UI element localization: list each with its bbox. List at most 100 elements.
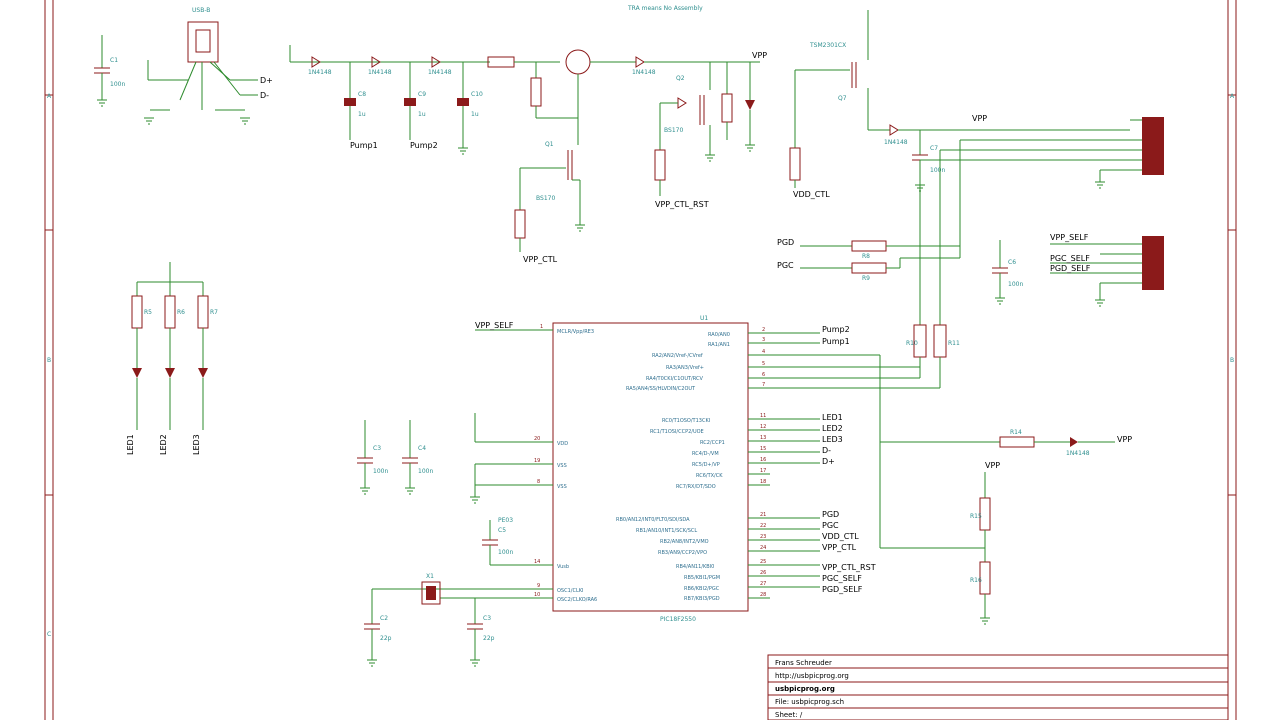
- transistor-q2: Q2 BS170 VPP_CTL_RST: [654, 62, 755, 209]
- svg-text:18: 18: [760, 479, 766, 485]
- svg-text:PIC18F2550: PIC18F2550: [660, 616, 696, 623]
- svg-text:100n: 100n: [110, 81, 125, 88]
- svg-text:LED2: LED2: [822, 424, 843, 433]
- svg-text:D+: D+: [260, 76, 273, 85]
- svg-text:RC2/CCP1: RC2/CCP1: [700, 440, 725, 446]
- title-file: File: usbpicprog.sch: [775, 698, 844, 706]
- svg-text:26: 26: [760, 570, 766, 576]
- svg-text:LED2: LED2: [159, 434, 168, 455]
- svg-text:D-: D-: [822, 446, 831, 455]
- svg-text:RB4/AN11/KBI0: RB4/AN11/KBI0: [676, 564, 714, 570]
- svg-text:VPP: VPP: [1117, 435, 1132, 444]
- svg-text:100n: 100n: [498, 549, 513, 556]
- svg-text:24: 24: [760, 545, 766, 551]
- svg-text:USB-B: USB-B: [192, 7, 210, 14]
- svg-text:C6: C6: [1008, 259, 1016, 266]
- svg-text:C10: C10: [471, 91, 483, 98]
- svg-text:VSS: VSS: [557, 484, 567, 490]
- status-leds: R5 R6 R7 LED1 LED2 LED3: [126, 262, 218, 455]
- svg-text:1N4148: 1N4148: [428, 69, 452, 76]
- svg-text:1N4148: 1N4148: [632, 69, 656, 76]
- svg-text:Pump1: Pump1: [350, 141, 378, 150]
- svg-text:22p: 22p: [483, 635, 495, 642]
- svg-text:1u: 1u: [418, 111, 426, 118]
- svg-text:RB7/KBI3/PGD: RB7/KBI3/PGD: [684, 596, 720, 602]
- svg-text:RB2/AN8/INT2/VMO: RB2/AN8/INT2/VMO: [660, 539, 709, 545]
- svg-text:VDD_CTL: VDD_CTL: [822, 532, 859, 541]
- svg-text:BS170: BS170: [664, 127, 683, 134]
- svg-text:RB3/AN9/CCP2/VPO: RB3/AN9/CCP2/VPO: [658, 550, 707, 556]
- svg-text:6: 6: [762, 372, 765, 378]
- svg-text:LED1: LED1: [126, 434, 135, 455]
- title-org: usbpicprog.org: [775, 685, 835, 693]
- svg-text:C4: C4: [418, 445, 426, 452]
- svg-text:RC6/TX/CK: RC6/TX/CK: [696, 473, 723, 479]
- svg-text:Pump2: Pump2: [410, 141, 438, 150]
- svg-text:RB5/KBI1/PGM: RB5/KBI1/PGM: [684, 575, 720, 581]
- svg-text:19: 19: [534, 458, 540, 464]
- svg-text:RC0/T1OSO/T13CKI: RC0/T1OSO/T13CKI: [662, 418, 710, 424]
- sheet-frame: A B C A B: [44, 0, 1237, 720]
- svg-text:LED3: LED3: [192, 434, 201, 455]
- svg-text:PGC_SELF: PGC_SELF: [822, 574, 862, 583]
- svg-text:RA0/AN0: RA0/AN0: [708, 332, 730, 338]
- vpp-sense: R14 1N4148 VPP VPP R15 R16: [879, 355, 1132, 625]
- svg-text:PE03: PE03: [498, 517, 513, 524]
- svg-text:R15: R15: [970, 513, 982, 520]
- svg-text:12: 12: [760, 424, 766, 430]
- svg-text:RC5/D+/VP: RC5/D+/VP: [692, 462, 720, 468]
- svg-text:RA2/AN2/Vref-/CVref: RA2/AN2/Vref-/CVref: [652, 353, 703, 359]
- svg-text:C3: C3: [373, 445, 381, 452]
- svg-text:PGD_SELF: PGD_SELF: [822, 585, 863, 594]
- svg-text:TSM2301CX: TSM2301CX: [809, 42, 846, 49]
- svg-text:LED1: LED1: [822, 413, 843, 422]
- frame-letter-b: B: [47, 357, 51, 364]
- svg-text:OSC1/CLKI: OSC1/CLKI: [557, 588, 584, 594]
- svg-text:100n: 100n: [418, 468, 433, 475]
- svg-text:VDD_CTL: VDD_CTL: [793, 190, 830, 199]
- svg-text:R16: R16: [970, 577, 982, 584]
- svg-text:R5: R5: [144, 309, 152, 316]
- svg-text:RA5/AN4/SS/HLVDIN/C2OUT: RA5/AN4/SS/HLVDIN/C2OUT: [626, 386, 696, 392]
- crystal-x1: X1 C2 22p C3 22p: [364, 573, 495, 667]
- svg-text:RA1/AN1: RA1/AN1: [708, 342, 730, 348]
- svg-text:1N4148: 1N4148: [368, 69, 392, 76]
- svg-text:X1: X1: [426, 573, 434, 580]
- svg-text:RB0/AN12/INT0/FLT0/SDI/SDA: RB0/AN12/INT0/FLT0/SDI/SDA: [616, 517, 690, 523]
- svg-text:2: 2: [762, 327, 765, 333]
- svg-text:R8: R8: [862, 253, 870, 260]
- svg-text:Pump2: Pump2: [822, 325, 850, 334]
- svg-text:PGC: PGC: [777, 261, 794, 270]
- svg-text:PGD_SELF: PGD_SELF: [1050, 264, 1091, 273]
- svg-text:RC4/D-/VM: RC4/D-/VM: [692, 451, 719, 457]
- svg-text:VPP_CTL_RST: VPP_CTL_RST: [822, 563, 876, 572]
- svg-text:5: 5: [762, 361, 765, 367]
- svg-text:Vusb: Vusb: [557, 564, 569, 570]
- svg-text:Pump1: Pump1: [822, 337, 850, 346]
- usb-connector: USB-B D+ D-: [144, 7, 273, 125]
- svg-text:28: 28: [760, 592, 766, 598]
- svg-text:Q1: Q1: [545, 141, 554, 148]
- frame-letter-c: C: [47, 631, 51, 638]
- svg-text:VPP_SELF: VPP_SELF: [1050, 233, 1089, 242]
- svg-text:PGD: PGD: [777, 238, 794, 247]
- svg-text:C2: C2: [380, 615, 388, 622]
- charge-pump: 1N4148 1N4148 1N4148 C8 1u Pump1 C9 1u P…: [289, 45, 767, 155]
- svg-text:C8: C8: [358, 91, 366, 98]
- svg-text:VPP_CTL: VPP_CTL: [523, 255, 558, 264]
- icsp-connector-2: VPP_SELF PGC_SELF PGD_SELF C6 100n: [992, 233, 1164, 307]
- svg-text:VPP_CTL: VPP_CTL: [822, 543, 857, 552]
- svg-text:VDD: VDD: [557, 441, 568, 447]
- svg-text:C1: C1: [110, 57, 118, 64]
- svg-text:1N4148: 1N4148: [884, 139, 908, 146]
- svg-text:4: 4: [762, 349, 765, 355]
- svg-text:R9: R9: [862, 275, 870, 282]
- svg-text:PGC_SELF: PGC_SELF: [1050, 254, 1090, 263]
- frame-letter-a-right: A: [1230, 93, 1235, 100]
- title-author: Frans Schreuder: [775, 659, 832, 667]
- svg-text:10: 10: [534, 592, 540, 598]
- svg-text:21: 21: [760, 512, 766, 518]
- mcu-u1: U1 PIC18F2550 VPP_SELF MCLR/Vpp/RE3 VDD …: [372, 315, 940, 623]
- svg-text:PGC: PGC: [822, 521, 839, 530]
- svg-text:15: 15: [760, 446, 766, 452]
